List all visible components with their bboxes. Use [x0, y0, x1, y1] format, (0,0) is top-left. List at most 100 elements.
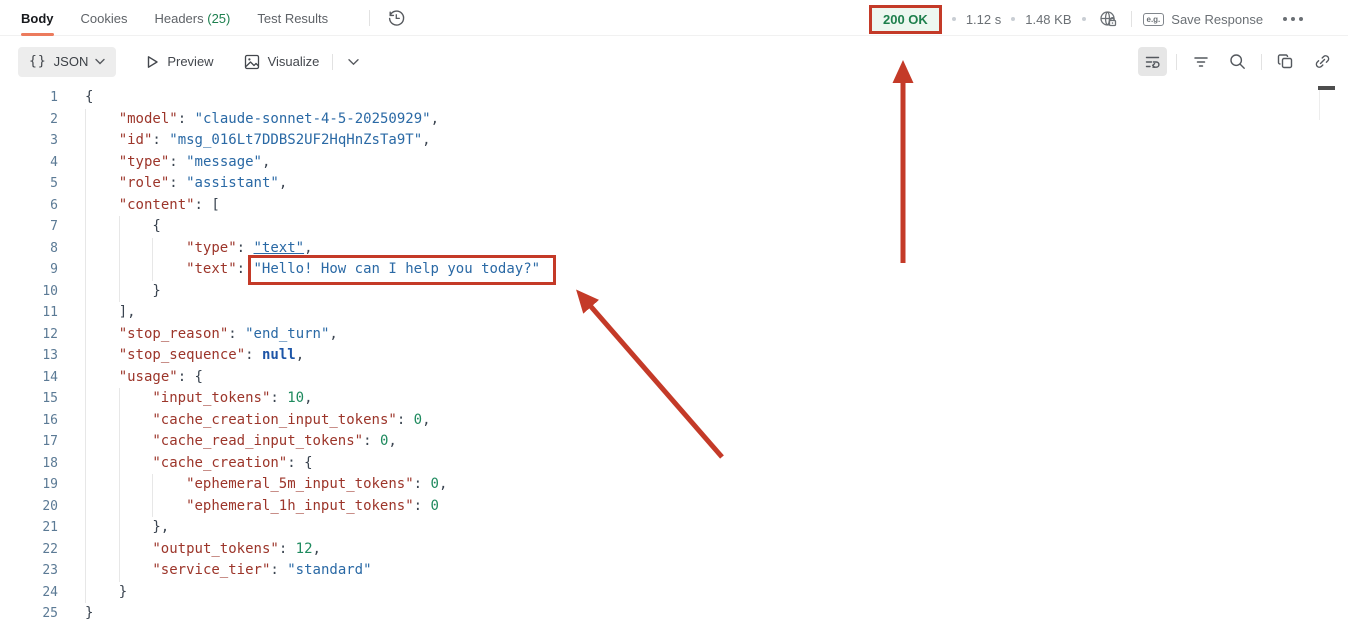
- indent-guide: [85, 495, 119, 517]
- line-number: 19: [42, 477, 58, 492]
- view-options-chevron-icon[interactable]: [346, 56, 361, 68]
- token-p: :: [245, 347, 262, 363]
- indent-guide: [85, 474, 119, 496]
- token-p: }: [118, 583, 128, 600]
- play-icon: [148, 55, 159, 68]
- tab-body[interactable]: Body: [21, 1, 54, 36]
- token-n: 0: [379, 433, 389, 449]
- code-line: 3"id": "msg_016Lt7DDBS2UF2HqHnZsTa9T",: [0, 130, 1330, 152]
- divider: [332, 53, 334, 70]
- indent-guide: [118, 560, 153, 582]
- code-line: 19"ephemeral_5m_input_tokens": 0,: [0, 474, 1330, 496]
- visualize-button[interactable]: Visualize: [244, 54, 319, 70]
- wrap-text-button[interactable]: [1138, 47, 1167, 76]
- filter-icon[interactable]: [1186, 47, 1215, 76]
- indent-guide: [85, 259, 119, 281]
- line-number: 24: [42, 584, 58, 600]
- code-line: 6"content": [: [0, 194, 1330, 216]
- indent-guide: [85, 216, 119, 238]
- indent-guide: [85, 237, 119, 259]
- example-icon: e.g.: [1142, 12, 1165, 26]
- format-select-dropdown[interactable]: {} JSON: [18, 46, 117, 77]
- token-p: :: [236, 239, 254, 256]
- token-p: ,: [329, 325, 338, 342]
- token-p: :: [413, 476, 431, 492]
- indent-guide: [118, 409, 153, 431]
- network-security-icon[interactable]: [1096, 7, 1120, 31]
- search-icon[interactable]: [1223, 47, 1252, 76]
- status-code-badge: 200 OK: [872, 7, 939, 31]
- token-s: "Hello! How can I help you today?": [253, 261, 541, 277]
- indent-guide: [152, 237, 186, 259]
- line-number: 15: [42, 391, 58, 406]
- token-k: "text": [186, 261, 237, 277]
- indent-guide: [85, 538, 119, 560]
- indent-guide: [118, 517, 153, 539]
- indent-guide: [85, 345, 119, 367]
- code-line: 25}: [0, 603, 1330, 625]
- indent-guide: [85, 323, 119, 345]
- divider: [1176, 53, 1177, 70]
- scrollbar-track: [1319, 90, 1320, 120]
- token-p: ,: [422, 132, 431, 148]
- token-k: "ephemeral_5m_input_tokens": [186, 476, 414, 492]
- token-p: ,: [312, 540, 321, 557]
- token-k: "input_tokens": [152, 390, 271, 406]
- line-number: 9: [50, 262, 58, 277]
- link-icon[interactable]: [1308, 47, 1337, 76]
- response-time: 1.12 s: [965, 11, 1002, 27]
- token-p: {: [152, 218, 161, 234]
- token-p: :: [228, 325, 246, 342]
- tab-test-results[interactable]: Test Results: [257, 10, 329, 26]
- response-size: 1.48 KB: [1025, 11, 1072, 27]
- response-body-json[interactable]: 1{2"model": "claude-sonnet-4-5-20250929"…: [0, 87, 1330, 625]
- token-k: "cache_creation_input_tokens": [152, 411, 397, 428]
- indent-guide: [152, 495, 186, 517]
- line-number: 17: [42, 434, 58, 449]
- divider: [1261, 53, 1262, 70]
- indent-guide: [118, 216, 153, 238]
- preview-button[interactable]: Preview: [146, 54, 214, 69]
- line-number: 6: [50, 197, 58, 213]
- indent-guide: [152, 474, 186, 496]
- line-number: 25: [42, 606, 58, 621]
- token-k: "content": [118, 196, 195, 213]
- more-actions-icon[interactable]: [1283, 17, 1304, 21]
- token-p: :: [413, 497, 431, 514]
- code-line: 8"type": "text",: [0, 237, 1330, 259]
- token-p: :: [169, 153, 187, 170]
- token-p: :: [270, 562, 288, 578]
- token-p: },: [152, 519, 170, 535]
- indent-guide: [118, 474, 153, 496]
- tab-headers[interactable]: Headers (25): [154, 1, 230, 35]
- code-line: 7{: [0, 216, 1330, 238]
- token-p: :: [396, 411, 414, 428]
- line-number: 10: [42, 283, 58, 299]
- line-number: 20: [42, 498, 58, 514]
- token-k: "service_tier": [152, 562, 271, 578]
- token-p: ,: [304, 390, 313, 406]
- line-number: 2: [50, 111, 58, 127]
- token-p: :: [169, 175, 187, 191]
- code-line: 9"text": "Hello! How can I help you toda…: [0, 259, 1330, 281]
- copy-icon[interactable]: [1271, 47, 1300, 76]
- code-line: 12"stop_reason": "end_turn",: [0, 323, 1330, 345]
- token-k: "output_tokens": [152, 540, 279, 557]
- token-p: :: [152, 132, 170, 148]
- line-number: 13: [42, 348, 58, 363]
- save-response-button[interactable]: Save Response: [1171, 11, 1264, 27]
- token-s: "end_turn": [245, 325, 330, 342]
- dot-separator: [1011, 17, 1016, 21]
- token-n: 12: [295, 540, 313, 557]
- token-p: ,: [295, 347, 305, 363]
- token-p: ,: [438, 476, 448, 492]
- tab-cookies[interactable]: Cookies: [80, 10, 128, 26]
- format-select-value: JSON: [53, 54, 89, 69]
- token-nu: null: [261, 347, 296, 363]
- line-number: 12: [42, 326, 58, 342]
- indent-guide: [85, 431, 119, 453]
- response-history-icon[interactable]: [384, 6, 408, 30]
- indent-guide: [118, 237, 153, 259]
- scrollbar-thumb[interactable]: [1318, 86, 1335, 90]
- line-number: 8: [50, 240, 58, 256]
